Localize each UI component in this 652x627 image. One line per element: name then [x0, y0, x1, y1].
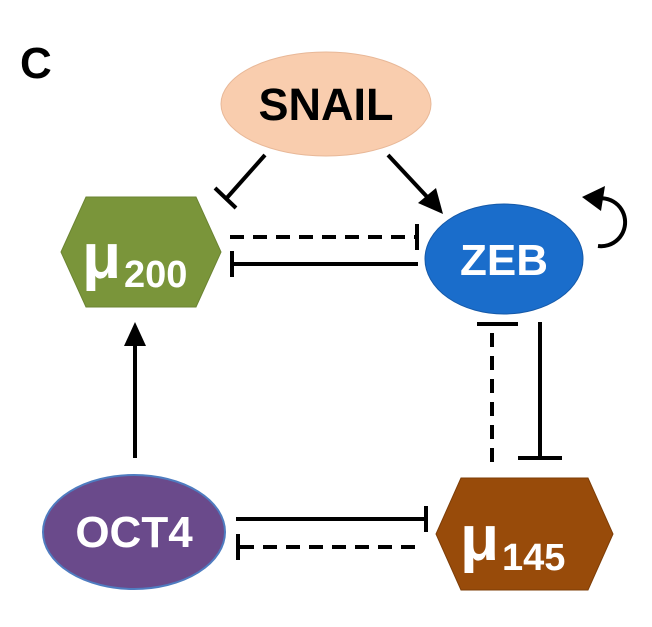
node-mu200: μ 200 [60, 196, 222, 308]
node-snail: SNAIL [220, 51, 432, 157]
edge-oct4-inhibits-mu145 [236, 506, 428, 532]
node-oct4: OCT4 [42, 474, 226, 590]
edge-zeb-inhibits-mu200 [230, 251, 418, 277]
node-mu200-subscript: 200 [124, 254, 187, 296]
edge-zeb-self-loop [582, 186, 628, 249]
edge-snail-activates-zeb [386, 153, 443, 214]
edge-snail-inhibits-mu200 [213, 153, 267, 210]
node-mu145-label: μ [460, 502, 499, 574]
panel-label: C [20, 39, 52, 88]
edge-mu145-inhibits-zeb-dashed [477, 322, 518, 462]
edge-oct4-activates-mu200 [124, 322, 146, 458]
node-snail-label: SNAIL [259, 79, 394, 130]
node-mu145-subscript: 145 [502, 537, 565, 579]
node-zeb-label: ZEB [460, 236, 548, 285]
edge-mu200-inhibits-zeb-dashed [230, 224, 419, 250]
node-mu145: μ 145 [435, 477, 614, 591]
edge-zeb-inhibits-mu145 [518, 322, 562, 460]
node-mu200-label: μ [82, 220, 121, 292]
node-zeb: ZEB [424, 203, 584, 315]
node-oct4-label: OCT4 [75, 508, 193, 557]
edge-mu145-inhibits-oct4-dashed [236, 534, 420, 560]
